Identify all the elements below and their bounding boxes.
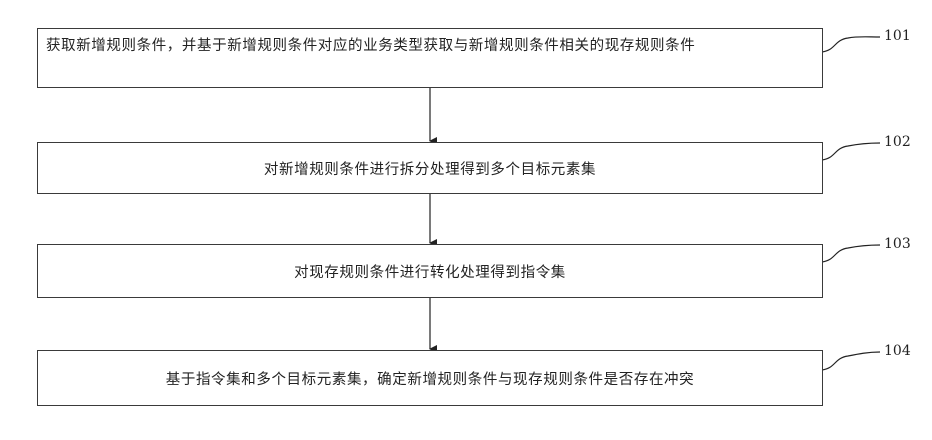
leader-line-104 (822, 352, 880, 370)
step-number-104: 104 (884, 343, 911, 359)
step-number-101: 101 (884, 28, 911, 44)
step-number-102: 102 (884, 134, 911, 150)
step-text-103: 对现存规则条件进行转化处理得到指令集 (294, 261, 566, 282)
leader-line-103 (822, 245, 880, 262)
step-box-104: 基于指令集和多个目标元素集，确定新增规则条件与现存规则条件是否存在冲突 (37, 350, 823, 406)
leader-line-101 (822, 37, 880, 52)
step-box-101: 获取新增规则条件，并基于新增规则条件对应的业务类型获取与新增规则条件相关的现存规… (37, 28, 823, 88)
leader-line-102 (822, 143, 880, 160)
step-box-102: 对新增规则条件进行拆分处理得到多个目标元素集 (37, 142, 823, 194)
step-text-101: 获取新增规则条件，并基于新增规则条件对应的业务类型获取与新增规则条件相关的现存规… (46, 38, 695, 54)
step-box-103: 对现存规则条件进行转化处理得到指令集 (37, 244, 823, 298)
step-text-102: 对新增规则条件进行拆分处理得到多个目标元素集 (264, 158, 596, 179)
step-text-104: 基于指令集和多个目标元素集，确定新增规则条件与现存规则条件是否存在冲突 (166, 368, 695, 389)
step-number-103: 103 (884, 236, 911, 252)
